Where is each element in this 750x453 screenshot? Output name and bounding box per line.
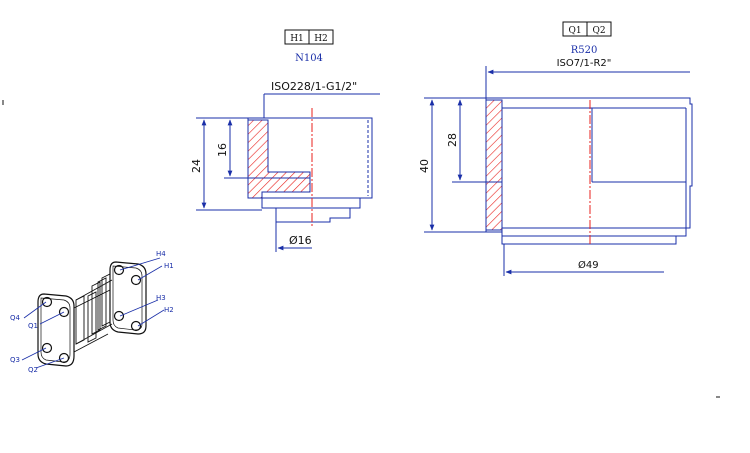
port-circle — [58, 306, 70, 318]
assembly-label-h3: H3 — [156, 294, 166, 302]
port-circle — [58, 352, 70, 364]
port-circle — [130, 274, 142, 286]
right-model-label: R520 — [571, 45, 598, 56]
left-section-hatch — [247, 119, 311, 199]
left-code-1: H1 — [290, 34, 304, 44]
left-model-label: N104 — [295, 53, 323, 64]
port-circle — [113, 310, 125, 322]
stray-mark — [2, 100, 4, 105]
right-dim-diameter: Ø49 — [578, 259, 599, 271]
right-section-hatch — [485, 99, 503, 231]
left-part: H1 H2 N104 ISO228/1-G1/2" — [190, 29, 380, 252]
assembly-label-h4: H4 — [156, 250, 166, 258]
left-dim-diameter: Ø16 — [289, 234, 312, 247]
left-plate — [37, 293, 75, 367]
assembly-sketch — [37, 261, 147, 367]
left-dim-height: 24 — [190, 159, 203, 173]
left-code-2: H2 — [314, 34, 328, 44]
stray-mark — [716, 396, 720, 398]
assembly-label-h1: H1 — [164, 262, 174, 270]
assembly-label-q4: Q4 — [10, 314, 21, 322]
right-plate — [109, 261, 147, 335]
assembly-label-q2: Q2 — [28, 366, 38, 374]
right-code-boxes: Q1 Q2 — [562, 21, 612, 37]
right-thread-label: ISO7/1-R2" — [557, 58, 612, 69]
port-circle — [41, 342, 53, 354]
right-code-2: Q2 — [592, 26, 605, 36]
assembly-label-q1: Q1 — [28, 322, 38, 330]
port-circle — [113, 264, 125, 276]
right-dim-thread-depth: 28 — [446, 133, 459, 147]
port-circle — [41, 296, 53, 308]
right-dim-height: 40 — [418, 159, 431, 173]
left-code-boxes: H1 H2 — [284, 29, 334, 45]
assembly-label-q3: Q3 — [10, 356, 20, 364]
left-dim-thread-depth: 16 — [216, 143, 229, 157]
port-circle — [130, 320, 142, 332]
right-code-1: Q1 — [568, 26, 581, 36]
left-thread-label: ISO228/1-G1/2" — [271, 80, 357, 93]
right-part: Q1 Q2 R520 ISO7/1-R2" — [418, 21, 693, 276]
assembly-label-h2: H2 — [164, 306, 174, 314]
